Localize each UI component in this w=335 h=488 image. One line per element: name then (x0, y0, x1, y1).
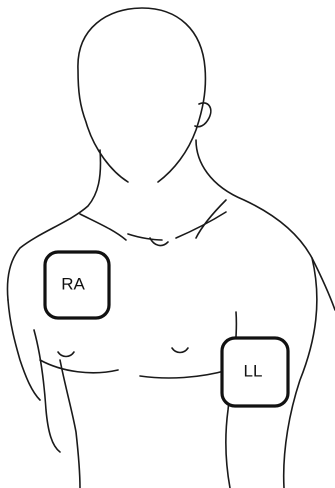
ll-pad-label: LL (244, 361, 263, 380)
clavicle-right (176, 212, 226, 238)
trapezius-right (196, 200, 226, 238)
ll-electrode-pad: LL (222, 338, 288, 406)
neck-right-outline (196, 140, 335, 310)
trapezius-left (80, 214, 126, 240)
right-arm-lower (60, 360, 80, 488)
torso-outline (8, 8, 335, 488)
ra-pad-label: RA (61, 274, 85, 293)
nipple-right (172, 348, 188, 353)
nipple-left (58, 352, 74, 357)
right-arm-outline (8, 300, 40, 400)
head-outline (78, 8, 206, 182)
clavicle-left (128, 234, 162, 240)
pectoral-left (40, 360, 118, 373)
pectoral-right (140, 370, 228, 378)
right-arm-inner (34, 330, 60, 452)
ra-electrode-pad: RA (45, 252, 109, 318)
